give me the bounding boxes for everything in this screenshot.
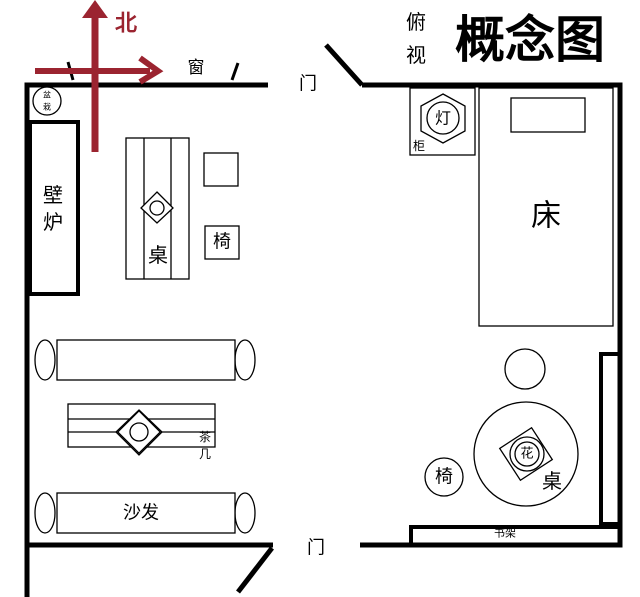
desk-label: 桌 — [148, 243, 168, 267]
east-arrow-icon — [138, 55, 164, 85]
lamp-label: 灯 — [435, 109, 451, 128]
bed-label: 床 — [531, 199, 561, 234]
side-shelf — [599, 352, 622, 526]
title-prefix-2: 视 — [406, 43, 426, 67]
round-table — [473, 401, 579, 507]
sofa-label: 沙发 — [123, 503, 159, 524]
north-arrow-icon — [82, 0, 108, 18]
page-title: 概念图 — [455, 11, 605, 69]
window-label: 窗 — [188, 58, 205, 78]
plant-label-1: 盆 — [43, 90, 51, 100]
bed-pillow — [510, 97, 586, 133]
title-prefix-1: 俯 — [406, 10, 426, 34]
flower-mat — [498, 426, 554, 482]
bed — [478, 87, 614, 327]
fireplace-label-1: 壁 — [43, 183, 63, 207]
flower-vase — [514, 441, 540, 467]
chair-right-label: 椅 — [435, 467, 453, 488]
desk-lamp-icon — [140, 191, 174, 224]
round-table-label: 桌 — [542, 469, 562, 493]
chair-right — [424, 457, 464, 497]
cabinet-label: 柜 — [413, 139, 425, 153]
desk — [125, 137, 190, 280]
chair-left — [204, 225, 240, 260]
door-bottom-label[interactable]: 门 — [307, 538, 325, 559]
plant-pot — [32, 86, 62, 116]
flower-label: 花 — [520, 446, 533, 462]
lamp-cabinet — [409, 87, 476, 156]
door-top-swing — [324, 43, 364, 87]
sofa-bottom — [34, 492, 256, 534]
sofa-top — [34, 339, 256, 381]
wall-left-top — [24, 82, 268, 597]
door-bottom-swing — [236, 546, 274, 594]
compass-arrows — [35, 0, 164, 152]
door-top-label[interactable]: 门 — [299, 74, 317, 95]
coffee-table — [67, 403, 216, 456]
round-stool — [504, 348, 546, 390]
fireplace — [28, 120, 80, 296]
window-tick-right — [230, 62, 240, 81]
bookshelf — [409, 525, 622, 547]
chair-left-label: 椅 — [213, 232, 231, 253]
north-label: 北 — [115, 12, 137, 37]
stool — [203, 152, 239, 187]
plant-label-2: 栽 — [43, 102, 51, 112]
coffee-table-label-2: 几 — [199, 447, 211, 461]
fireplace-label-2: 炉 — [43, 210, 63, 234]
wall-right — [360, 82, 623, 548]
bookshelf-label: 书架 — [494, 527, 516, 540]
coffee-table-label-1: 茶 — [199, 429, 211, 444]
